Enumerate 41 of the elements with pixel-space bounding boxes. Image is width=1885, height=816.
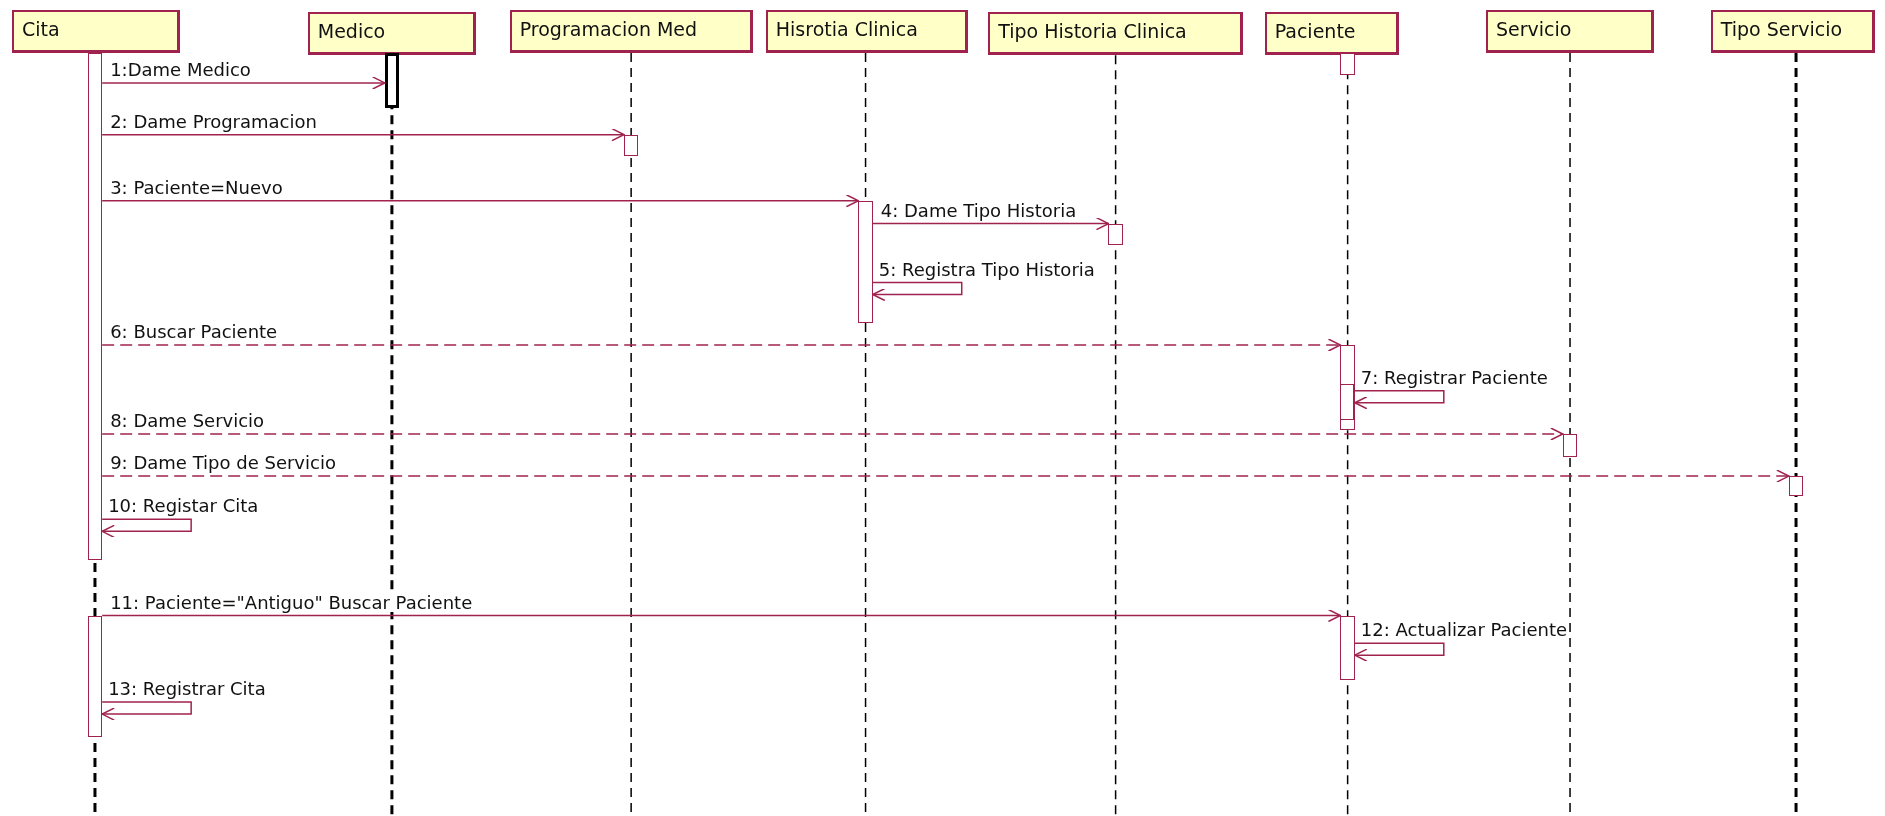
message-label: 13: Registrar Cita <box>108 679 266 699</box>
message-arrow <box>1354 389 1445 410</box>
message-arrow <box>101 76 386 90</box>
message-label: 2: Dame Programacion <box>110 111 317 132</box>
lifeline-header: Tipo Servicio <box>1710 9 1876 53</box>
activation-bar <box>87 52 103 561</box>
lifeline-header: Cita <box>12 9 181 53</box>
message-arrow <box>872 281 963 302</box>
message-label: 5: Registra Tipo Historia <box>878 259 1095 280</box>
activation-bar <box>1340 52 1355 75</box>
lifeline-header: Programacion Med <box>509 9 753 53</box>
message-label: 9: Dame Tipo de Servicio <box>110 453 336 473</box>
lifeline-header: Paciente <box>1264 12 1400 56</box>
message-arrow <box>101 518 192 539</box>
message-arrow <box>101 194 860 208</box>
message-arrow <box>1354 642 1445 662</box>
message-arrow <box>101 127 625 142</box>
activation-bar <box>858 200 873 324</box>
activation-bar <box>623 134 639 157</box>
activation-bar <box>1340 615 1355 681</box>
message-label: 11: Paciente="Antiguo" Buscar Paciente <box>110 592 473 613</box>
message-arrow <box>101 427 1564 441</box>
lifeline-header: Medico <box>307 12 477 56</box>
message-arrow <box>101 338 1342 352</box>
message-arrow <box>872 216 1110 231</box>
activation-bar <box>87 615 103 737</box>
activation-bar <box>1562 433 1578 457</box>
activation-bar <box>1108 223 1123 246</box>
activation-bar <box>1339 384 1355 421</box>
lifeline-header: Tipo Historia Clinica <box>988 12 1244 56</box>
message-label: 4: Dame Tipo Historia <box>880 200 1077 221</box>
message-arrow <box>101 469 1790 483</box>
activation-bar <box>1788 476 1804 497</box>
lifeline-header: Servicio <box>1485 9 1655 53</box>
message-label: 7: Registrar Paciente <box>1360 367 1548 388</box>
message-label: 10: Registar Cita <box>108 496 259 517</box>
message-arrow <box>101 701 192 721</box>
message-arrow <box>101 608 1342 623</box>
activation-bar <box>1340 345 1355 431</box>
lifeline-header: Hisrotia Clinica <box>765 9 968 53</box>
activation-bar <box>384 52 400 109</box>
